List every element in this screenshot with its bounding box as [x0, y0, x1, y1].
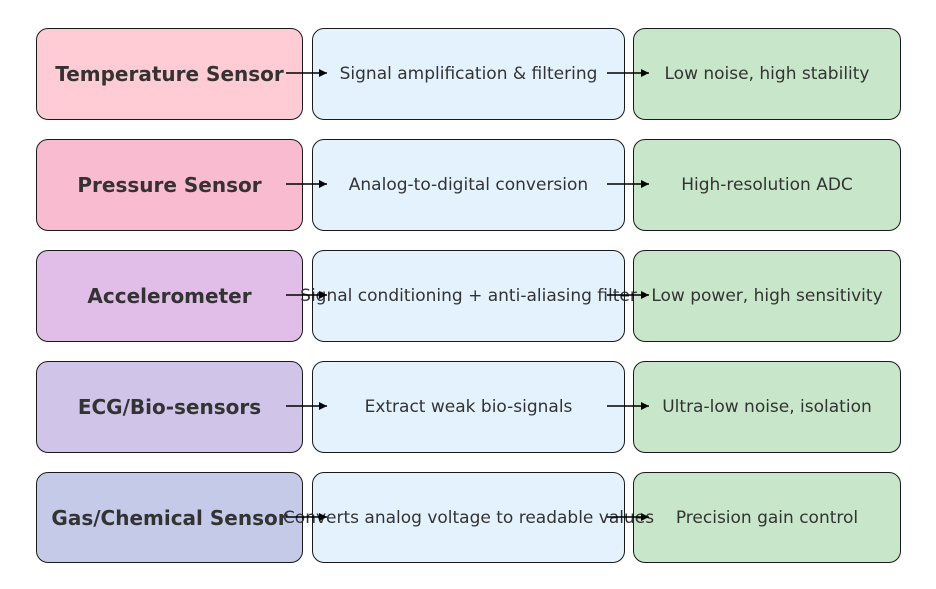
- sensor-label: Gas/Chemical Sensor: [51, 505, 288, 530]
- sensor-box: Accelerometer: [36, 250, 303, 342]
- result-box: Low power, high sensitivity: [633, 250, 901, 342]
- process-label: Signal amplification & filtering: [339, 64, 598, 84]
- process-box: Signal amplification & filtering: [312, 28, 625, 120]
- process-label: Converts analog voltage to readable valu…: [282, 507, 655, 528]
- result-label: Ultra-low noise, isolation: [662, 397, 872, 417]
- sensor-box: Gas/Chemical Sensor: [36, 472, 303, 563]
- sensor-label: Accelerometer: [87, 284, 252, 308]
- sensor-label: ECG/Bio-sensors: [77, 395, 262, 419]
- process-box: Signal conditioning + anti-aliasing filt…: [300, 250, 637, 342]
- sensor-box: Temperature Sensor: [36, 28, 303, 120]
- process-box: Analog-to-digital conversion: [312, 139, 625, 231]
- result-label: Low power, high sensitivity: [651, 286, 883, 306]
- sensor-label: Temperature Sensor: [55, 62, 284, 86]
- sensor-box: Pressure Sensor: [36, 139, 303, 231]
- result-label: High-resolution ADC: [681, 175, 853, 195]
- process-label: Analog-to-digital conversion: [348, 175, 589, 195]
- result-box: Ultra-low noise, isolation: [633, 361, 901, 453]
- result-box: High-resolution ADC: [633, 139, 901, 231]
- result-box: Precision gain control: [633, 472, 901, 563]
- process-box: Extract weak bio-signals: [312, 361, 625, 453]
- sensor-label: Pressure Sensor: [77, 173, 262, 197]
- result-label: Precision gain control: [675, 507, 859, 528]
- process-box: Converts analog voltage to readable valu…: [283, 472, 654, 563]
- sensor-box: ECG/Bio-sensors: [36, 361, 303, 453]
- result-label: Low noise, high stability: [664, 64, 870, 84]
- result-box: Low noise, high stability: [633, 28, 901, 120]
- process-label: Signal conditioning + anti-aliasing filt…: [300, 286, 637, 306]
- process-label: Extract weak bio-signals: [364, 397, 573, 417]
